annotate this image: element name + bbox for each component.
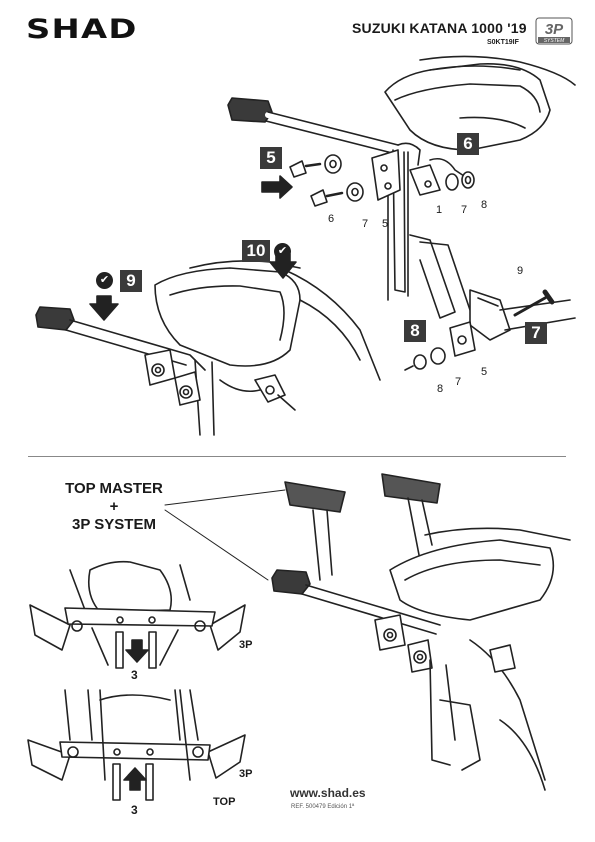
section-divider xyxy=(28,456,566,457)
check-icon: ✔ xyxy=(96,272,113,289)
step-7-box: 7 xyxy=(525,322,547,344)
arrow-down-icon xyxy=(89,303,119,321)
combo-title: TOP MASTER + 3P SYSTEM xyxy=(62,480,166,534)
arrow-down-icon xyxy=(125,639,149,663)
part-label-3: 3 xyxy=(131,803,138,817)
model-code: S0KT19IF xyxy=(487,39,519,46)
part-label-6: 6 xyxy=(328,213,335,225)
model-title: SUZUKI KATANA 1000 '19 xyxy=(352,20,527,36)
arrow-up-icon xyxy=(123,767,147,791)
label-3p: 3P xyxy=(239,768,253,780)
arrow-right-icon xyxy=(261,175,293,199)
check-icon: ✔ xyxy=(274,243,291,260)
combo-line-2: + xyxy=(109,498,119,515)
part-label-7: 7 xyxy=(362,218,369,230)
part-label-5: 5 xyxy=(481,366,488,378)
website-link[interactable]: www.shad.es xyxy=(290,786,366,800)
shad-logo: SHAD xyxy=(26,14,138,45)
label-top: TOP xyxy=(213,796,236,808)
step-5-box: 5 xyxy=(260,147,282,169)
reference-text: REF. 500479 Edición 1ª xyxy=(291,804,355,810)
part-label-1: 1 xyxy=(436,204,443,216)
part-label-8: 8 xyxy=(481,199,488,211)
arrow-down-icon xyxy=(269,261,297,279)
part-label-3: 3 xyxy=(131,668,138,682)
part-label-9: 9 xyxy=(517,265,524,277)
step-10-box: 10 xyxy=(242,240,270,262)
step-8-box: 8 xyxy=(404,320,426,342)
part-label-7: 7 xyxy=(461,204,468,216)
3p-system-badge: 3P SYSTEM xyxy=(534,16,574,46)
badge-sub-text: SYSTEM xyxy=(544,38,565,44)
part-label-8: 8 xyxy=(437,383,444,395)
label-3p: 3P xyxy=(239,639,253,651)
combo-line-1: TOP MASTER xyxy=(65,480,163,497)
part-label-5: 5 xyxy=(382,218,389,230)
part-label-7: 7 xyxy=(455,376,462,388)
combo-line-3: 3P SYSTEM xyxy=(72,516,156,533)
step-9-box: 9 xyxy=(120,270,142,292)
badge-main-text: 3P xyxy=(545,21,564,38)
step-6-box: 6 xyxy=(457,133,479,155)
